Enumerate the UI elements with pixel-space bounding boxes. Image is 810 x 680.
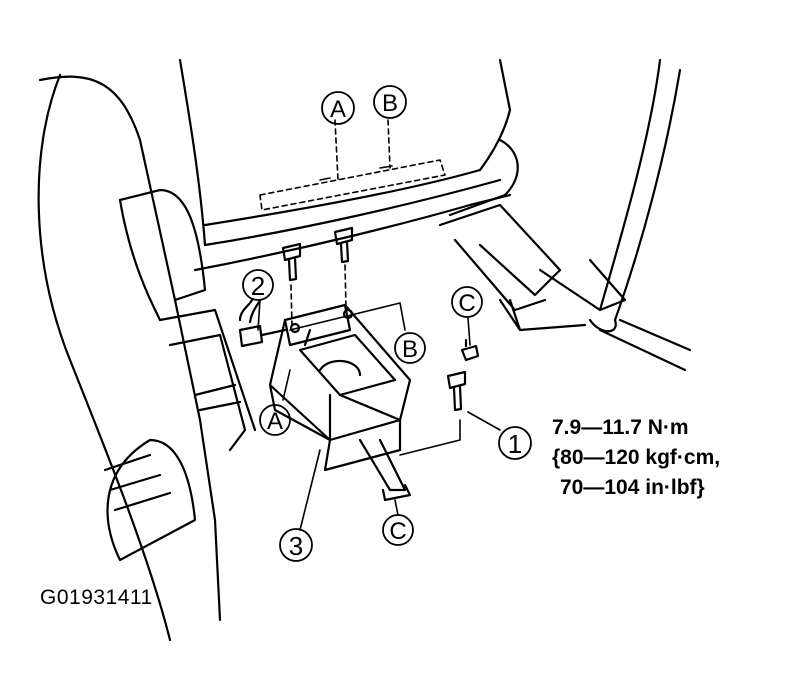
torque-line-3: 70—104 in·lbf}: [560, 476, 705, 499]
label-b-top: B: [382, 90, 398, 117]
left-side-panel: [37, 73, 257, 642]
torque-line-2: {80—120 kgf·cm,: [552, 446, 721, 469]
label-a-top: A: [330, 96, 346, 123]
label-item-2: 2: [251, 271, 265, 301]
torque-line-1: 7.9—11.7 N·m: [552, 416, 689, 439]
right-seat-rail: [438, 58, 692, 372]
label-c-lower: C: [389, 518, 406, 545]
label-item-1: 1: [508, 429, 522, 459]
label-b-bracket: B: [402, 336, 418, 363]
seat-panel: [178, 58, 512, 272]
clip-c-upper: [460, 338, 480, 362]
label-a-bracket: A: [267, 408, 283, 435]
label-item-3: 3: [289, 531, 303, 561]
torque-spec: 7.9—11.7 N·m {80—120 kgf·cm, 70—104 in·l…: [552, 413, 720, 503]
callout-circles: [242, 85, 532, 562]
bracket-assembly: [268, 303, 412, 502]
connector: [238, 298, 287, 348]
bolt-left: [281, 242, 302, 326]
bolt-item-1: [446, 370, 467, 412]
figure-code: G01931411: [40, 586, 153, 609]
bolt-right: [333, 226, 354, 309]
leader-lines: [257, 299, 501, 531]
label-c-upper: C: [458, 290, 475, 317]
